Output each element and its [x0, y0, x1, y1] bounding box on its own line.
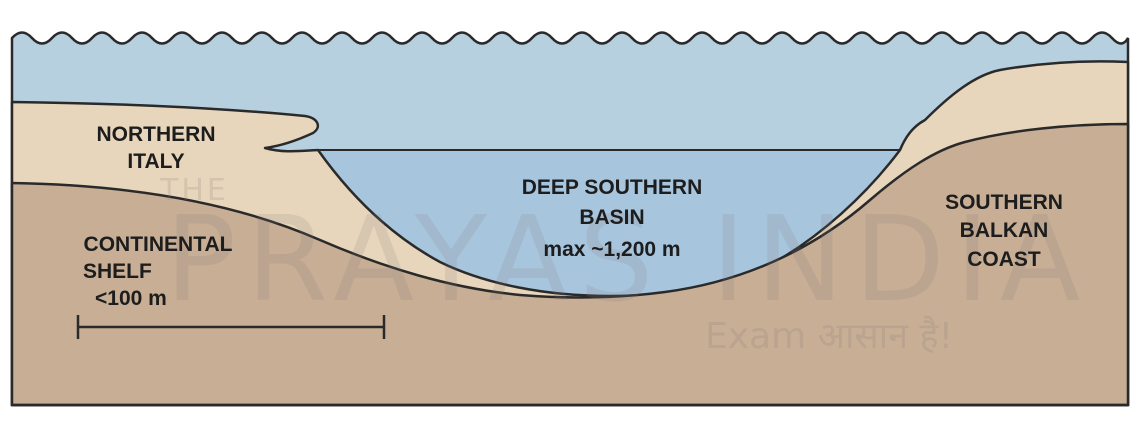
svg-text:COAST: COAST — [967, 248, 1041, 271]
label-continental-shelf: CONTINENTAL SHELF <100 m — [83, 233, 233, 310]
svg-text:CONTINENTAL: CONTINENTAL — [84, 233, 233, 256]
svg-text:BALKAN: BALKAN — [960, 219, 1049, 242]
svg-text:BASIN: BASIN — [579, 206, 644, 229]
deep-basin-water — [318, 150, 900, 296]
watermark: THE PRAYAS INDIA Exam आसान है! — [159, 173, 1090, 357]
label-northern-italy: NORTHERN ITALY — [97, 123, 216, 173]
bedrock-layer — [10, 122, 1130, 407]
label-southern-balkan-coast: SOUTHERN BALKAN COAST — [945, 191, 1063, 271]
shelf-scale-bar — [76, 315, 386, 339]
svg-text:SOUTHERN: SOUTHERN — [945, 191, 1063, 214]
watermark-name: PRAYAS INDIA — [165, 190, 1090, 328]
watermark-prefix: THE — [159, 173, 229, 208]
svg-text:<100 m: <100 m — [95, 287, 167, 310]
svg-text:max ~1,200 m: max ~1,200 m — [543, 238, 680, 261]
svg-text:NORTHERN: NORTHERN — [97, 123, 216, 146]
label-deep-southern-basin: DEEP SOUTHERN BASIN max ~1,200 m — [522, 176, 702, 261]
svg-text:SHELF: SHELF — [83, 260, 152, 283]
watermark-tagline: Exam आसान है! — [705, 315, 953, 357]
svg-text:DEEP SOUTHERN: DEEP SOUTHERN — [522, 176, 702, 199]
svg-text:ITALY: ITALY — [127, 150, 184, 173]
